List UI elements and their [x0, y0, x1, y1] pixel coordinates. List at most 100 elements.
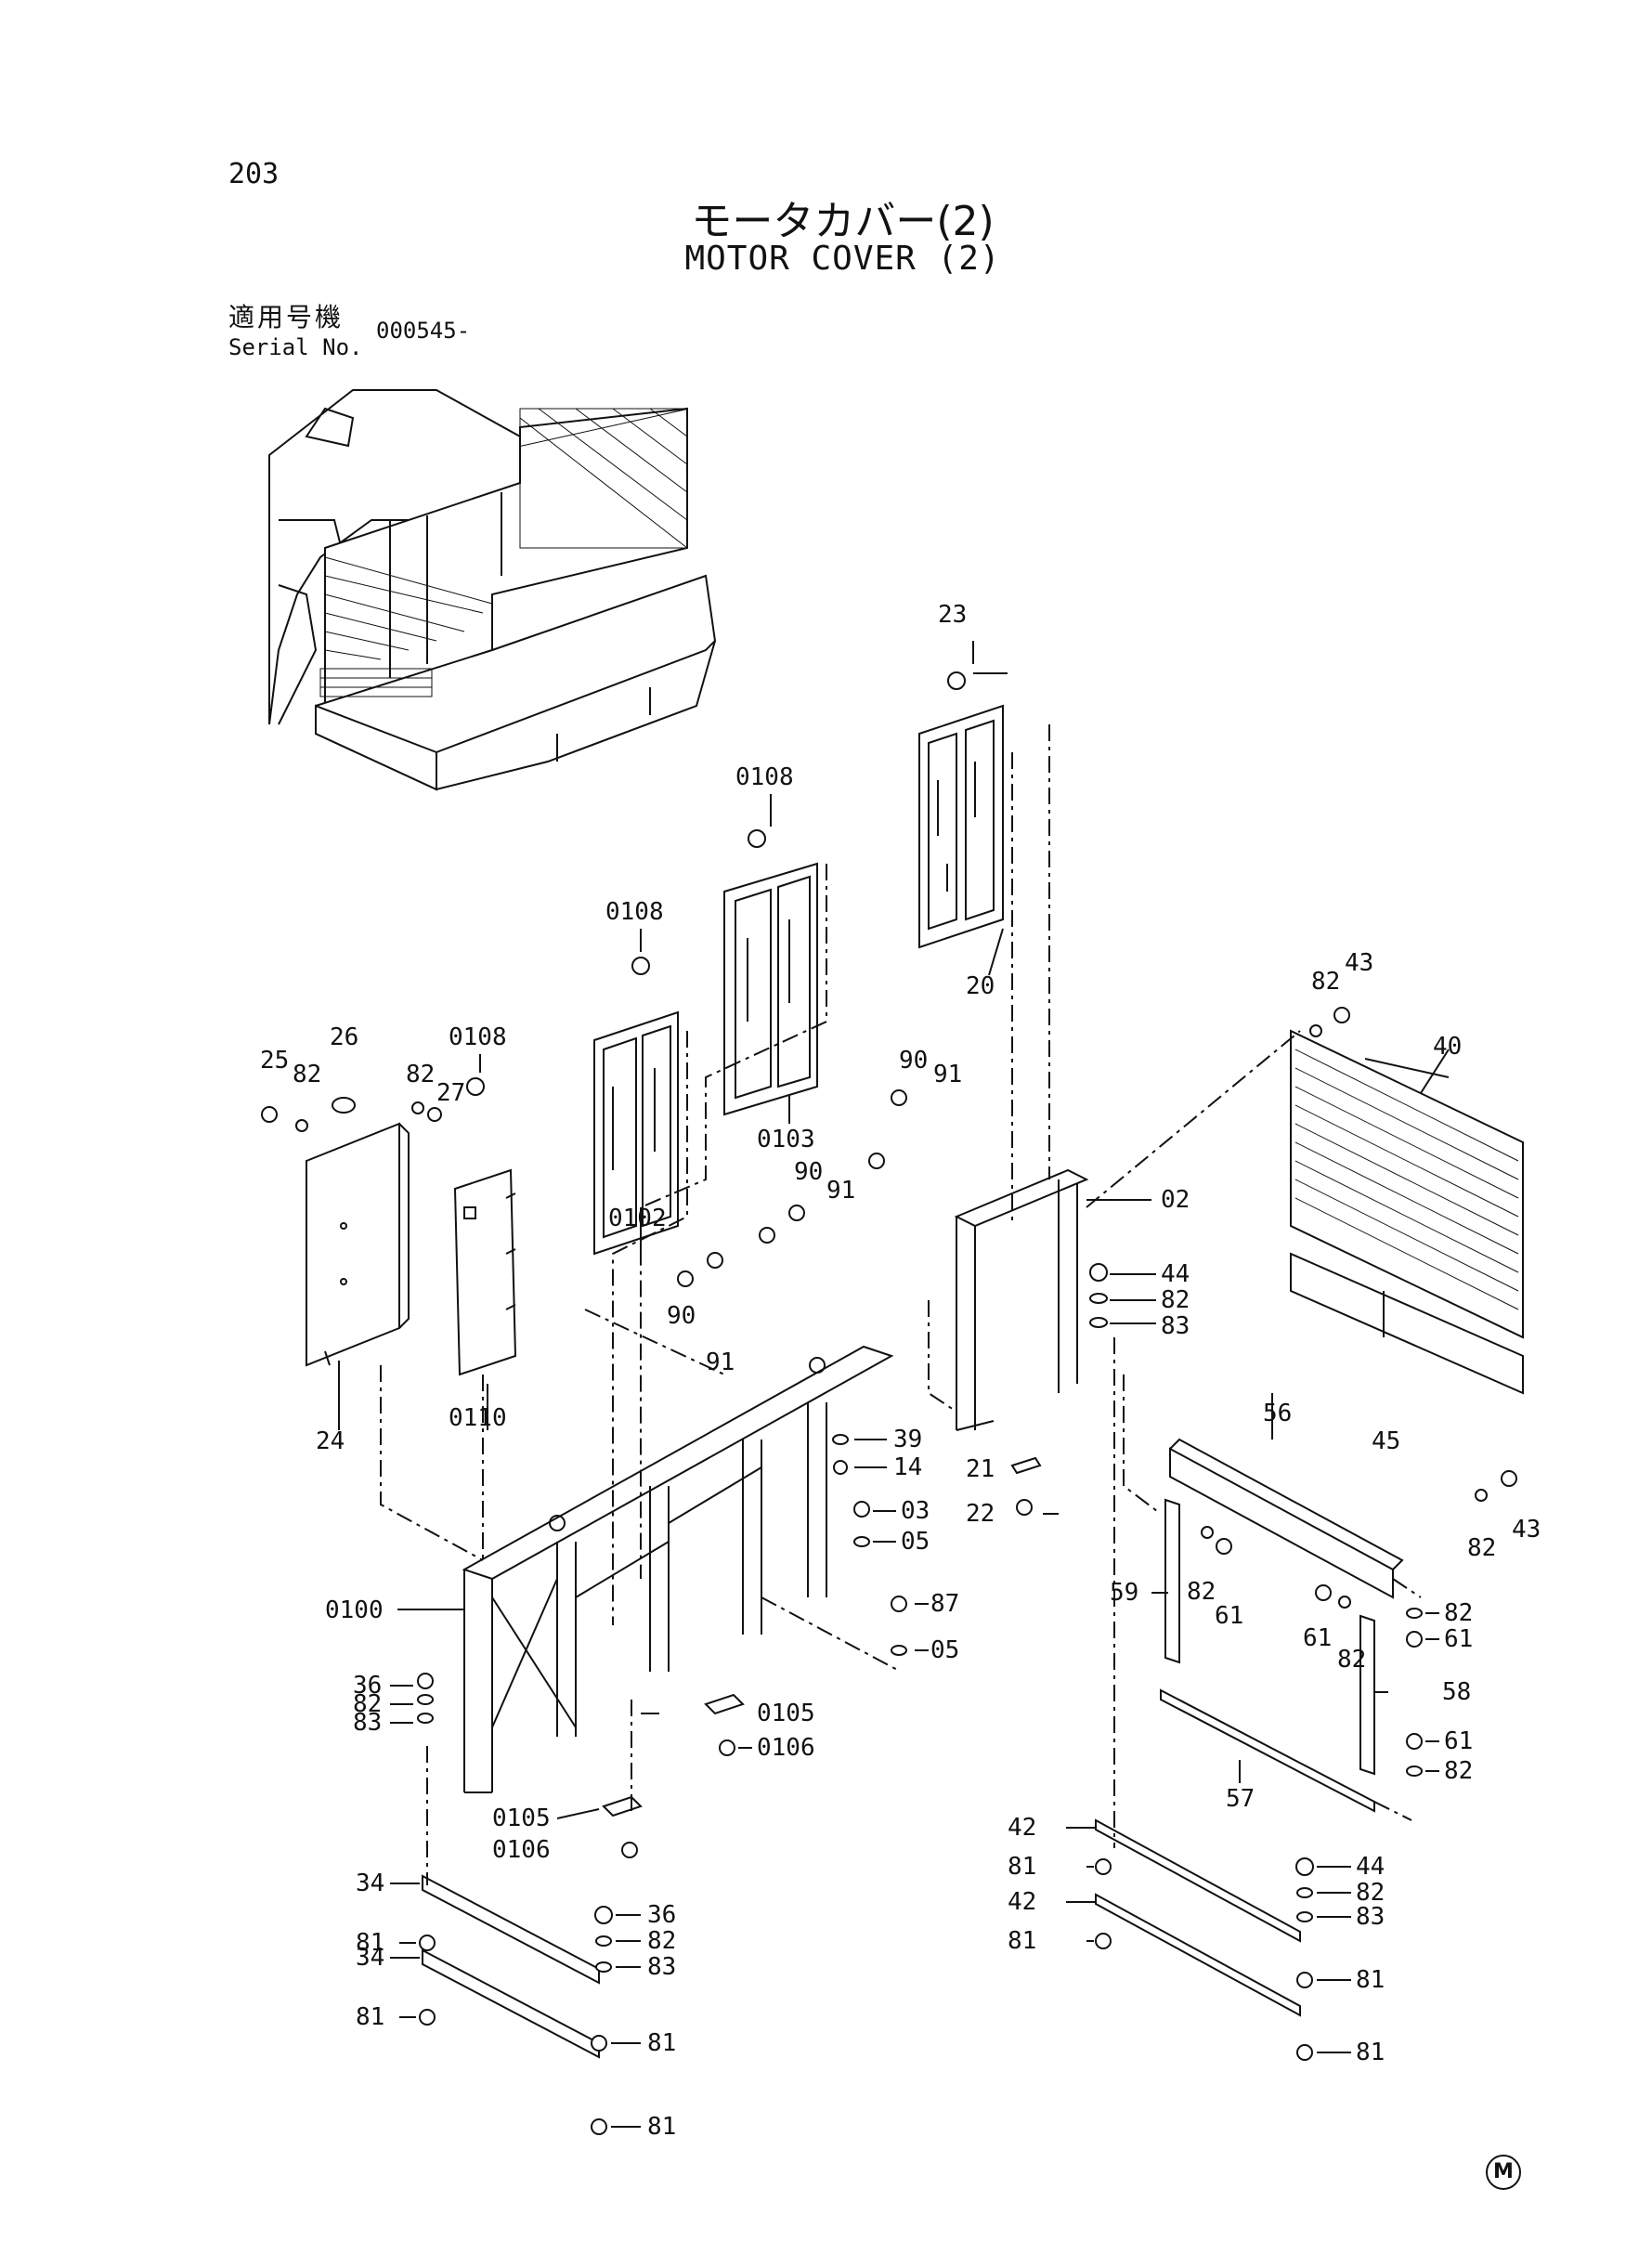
- part-labels: 23 0108 0108 0108 20 0103 0102 0110 24 2…: [260, 601, 1541, 2141]
- part-label: 44: [1356, 1853, 1385, 1881]
- part-label: 90: [794, 1158, 823, 1186]
- part-label: 34: [356, 1870, 384, 1897]
- leader-lines: [324, 641, 1450, 2128]
- part-label: 61: [1303, 1624, 1332, 1652]
- part-label: 45: [1372, 1427, 1400, 1455]
- right-frame-02: [954, 1168, 1089, 1431]
- grille-40: [1290, 1029, 1524, 1339]
- part-label: 81: [356, 2003, 384, 2031]
- rail-42-upper: [1095, 1818, 1301, 1943]
- part-label: 58: [1442, 1678, 1471, 1706]
- part-label: 21: [966, 1455, 995, 1483]
- part-label: 81: [1356, 2039, 1385, 2066]
- part-label: 81: [356, 1929, 384, 1957]
- circled-m-mark: M: [1486, 2155, 1521, 2190]
- part-label: 0110: [449, 1404, 507, 1432]
- door-panel-0102: [593, 1010, 679, 1256]
- part-label: 40: [1433, 1033, 1462, 1061]
- part-label: 82: [293, 1061, 321, 1088]
- rail-34-lower: [422, 1948, 600, 2059]
- part-label: 0108: [449, 1023, 507, 1051]
- part-label: 36: [353, 1672, 382, 1700]
- part-label: 43: [1512, 1516, 1541, 1544]
- part-label: 81: [647, 2113, 676, 2141]
- part-label: 0106: [757, 1734, 815, 1762]
- part-label: 83: [647, 1953, 676, 1981]
- part-label: 36: [647, 1901, 676, 1929]
- part-label: 0100: [325, 1596, 384, 1624]
- door-panel-20: [918, 704, 1004, 949]
- part-label: 43: [1345, 949, 1373, 977]
- serial-number: 000545-: [376, 318, 471, 344]
- part-label: 0105: [492, 1804, 551, 1832]
- part-label: 14: [893, 1453, 922, 1481]
- part-label: 34: [356, 1944, 384, 1972]
- page-title-english: MOTOR COVER (2): [684, 240, 1001, 278]
- part-label: 82: [406, 1061, 435, 1088]
- part-label: 82: [1467, 1534, 1496, 1562]
- part-label: 57: [1226, 1785, 1255, 1813]
- part-label: 42: [1008, 1888, 1036, 1916]
- part-label: 27: [436, 1079, 465, 1107]
- part-label: 0103: [757, 1126, 815, 1153]
- part-label: 02: [1161, 1186, 1190, 1214]
- part-label: 0106: [492, 1836, 551, 1864]
- panel-0110: [453, 1168, 517, 1376]
- part-label: 81: [1008, 1927, 1036, 1955]
- stay-58: [1359, 1614, 1375, 1776]
- part-label: 82: [1187, 1578, 1216, 1606]
- part-label: 61: [1444, 1625, 1473, 1653]
- part-label: 82: [1337, 1646, 1366, 1674]
- part-label: 83: [353, 1709, 382, 1737]
- serial-label-japanese: 適用号機: [228, 302, 345, 332]
- part-label: 90: [667, 1302, 696, 1330]
- part-label: 90: [899, 1047, 928, 1075]
- part-label: 81: [647, 2029, 676, 2057]
- part-label: 0105: [757, 1700, 815, 1727]
- part-label: 0108: [605, 898, 664, 926]
- part-label: 81: [1008, 1853, 1036, 1881]
- rail-34-upper: [422, 1874, 600, 1985]
- door-panel-0103: [723, 862, 818, 1116]
- part-label: 59: [1110, 1579, 1138, 1607]
- part-label: 44: [1161, 1260, 1190, 1288]
- serial-label-english: Serial No.: [228, 334, 363, 360]
- part-label: 61: [1444, 1727, 1473, 1755]
- part-label: 83: [1161, 1312, 1190, 1340]
- part-label: 91: [826, 1177, 855, 1205]
- part-label: 91: [706, 1348, 735, 1376]
- part-label: 82: [1444, 1757, 1473, 1785]
- part-label: 25: [260, 1047, 289, 1075]
- part-label: 0108: [735, 763, 794, 791]
- connection-lines: [380, 724, 1422, 1885]
- part-label: 0102: [608, 1205, 667, 1232]
- part-label: 61: [1215, 1602, 1243, 1630]
- part-label: 24: [316, 1427, 345, 1455]
- part-label: 05: [930, 1636, 959, 1664]
- part-label: 56: [1263, 1400, 1292, 1427]
- part-label: 82: [1161, 1286, 1190, 1314]
- part-label: 82: [647, 1927, 676, 1955]
- part-label: 20: [966, 972, 995, 1000]
- part-label: 26: [330, 1023, 358, 1051]
- part-label: 83: [1356, 1903, 1385, 1931]
- part-label: 23: [938, 601, 967, 629]
- rail-42-lower: [1095, 1893, 1301, 2017]
- plate-45: [1290, 1252, 1524, 1395]
- page-title-japanese: モータカバー(2): [691, 198, 995, 245]
- part-label: 91: [933, 1061, 962, 1088]
- part-label: 82: [1356, 1879, 1385, 1907]
- part-label: 05: [901, 1528, 930, 1556]
- page-number: 203: [228, 158, 280, 190]
- hardware-fasteners: [261, 671, 1517, 2135]
- part-label: 81: [1356, 1966, 1385, 1994]
- machine-overview-illustration: [268, 389, 717, 791]
- part-label: 22: [966, 1500, 995, 1528]
- part-label: 82: [1311, 968, 1340, 996]
- part-label: 39: [893, 1426, 922, 1453]
- part-label: 82: [353, 1690, 382, 1718]
- part-label: 87: [930, 1590, 959, 1618]
- member-56: [1169, 1438, 1404, 1599]
- part-label: 03: [901, 1497, 930, 1525]
